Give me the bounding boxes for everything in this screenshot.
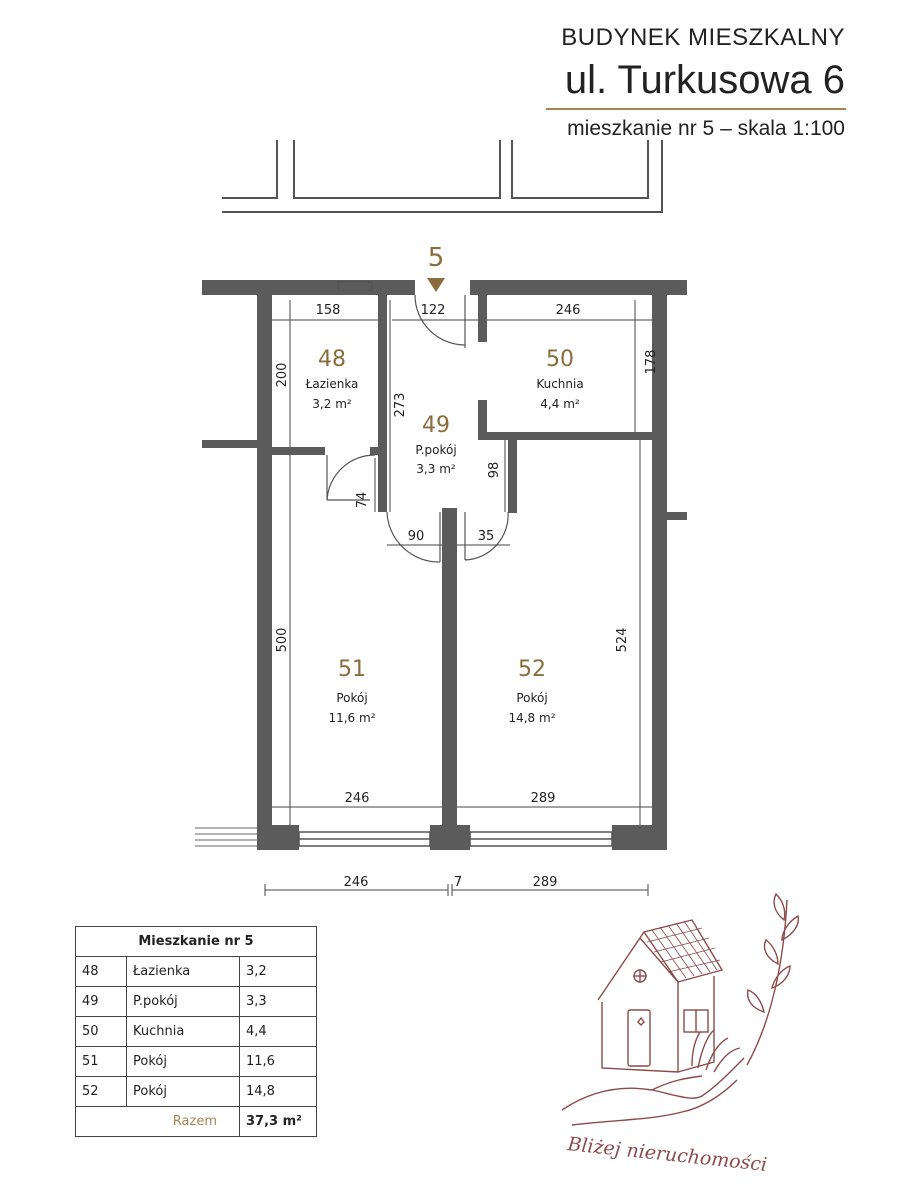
table-row: 51 Pokój 11,6 [75, 1046, 317, 1077]
row-area: 11,6 [239, 1046, 317, 1077]
walls [202, 280, 687, 850]
dim-room52-width: 289 [531, 791, 556, 806]
dim-bath-width: 158 [316, 303, 341, 318]
room-50-area: 4,4 m² [540, 397, 580, 411]
dim-bath-door: 74 [355, 492, 370, 509]
dim-kitchen-height: 178 [644, 350, 659, 375]
row-area: 4,4 [239, 1016, 317, 1047]
room-51-number: 51 [338, 657, 366, 682]
dim-bath-height: 200 [275, 363, 290, 388]
dim-outer-right: 289 [533, 875, 558, 890]
balcony-hatch [195, 827, 257, 847]
table-row: 49 P.pokój 3,3 [75, 986, 317, 1017]
brand-tagline: Bliżej nieruchomości [565, 1133, 768, 1176]
dim-hall-bottom-left: 90 [408, 529, 425, 544]
room-50-number: 50 [546, 347, 574, 372]
row-area: 3,3 [239, 986, 317, 1017]
row-area: 14,8 [239, 1076, 317, 1107]
total-label: Razem [75, 1106, 240, 1137]
room-48-number: 48 [318, 347, 346, 372]
room-48-area: 3,2 m² [312, 397, 352, 411]
dimension-lines [264, 300, 652, 896]
building-title: BUDYNEK MIESZKALNY [561, 24, 845, 51]
windows [298, 281, 613, 847]
row-number: 51 [75, 1046, 127, 1077]
title-divider [546, 108, 846, 110]
room-51-area: 11,6 m² [328, 711, 375, 725]
row-number: 52 [75, 1076, 127, 1107]
row-name: Pokój [126, 1076, 240, 1107]
room-52-number: 52 [518, 657, 546, 682]
room-48-name: Łazienka [305, 377, 359, 391]
house-with-hand-icon: Bliżej nieruchomości [561, 892, 800, 1176]
dim-hall-wall: 98 [487, 462, 502, 479]
dim-outer-gap: 7 [454, 875, 462, 890]
table-row: 50 Kuchnia 4,4 [75, 1016, 317, 1047]
room-49-area: 3,3 m² [416, 462, 456, 476]
neighbor-walls [222, 140, 663, 213]
dim-room52-height: 524 [615, 628, 630, 653]
dim-outer-left: 246 [344, 875, 369, 890]
dim-room51-width: 246 [345, 791, 370, 806]
entrance-number: 5 [428, 243, 445, 273]
row-name: Pokój [126, 1046, 240, 1077]
room-50-name: Kuchnia [536, 377, 583, 391]
room-49-number: 49 [422, 413, 450, 438]
table-title: Mieszkanie nr 5 [75, 926, 317, 957]
row-name: P.pokój [126, 986, 240, 1017]
dim-hall-height: 273 [393, 393, 408, 418]
room-51-name: Pokój [336, 691, 367, 705]
row-number: 49 [75, 986, 127, 1017]
row-number: 48 [75, 956, 127, 987]
room-49-name: P.pokój [415, 443, 456, 457]
row-number: 50 [75, 1016, 127, 1047]
address-title: ul. Turkusowa 6 [564, 58, 845, 102]
entrance-arrow-icon [427, 278, 445, 292]
room-52-name: Pokój [516, 691, 547, 705]
dim-hall-bottom-right: 35 [478, 529, 495, 544]
row-area: 3,2 [239, 956, 317, 987]
room-52-area: 14,8 m² [508, 711, 555, 725]
row-name: Kuchnia [126, 1016, 240, 1047]
floor-plan: 5 48 Łazienka 3,2 m² 49 P.pokój 3,3 m² 5… [195, 140, 687, 896]
apartment-subtitle: mieszkanie nr 5 – skala 1:100 [567, 117, 845, 140]
area-summary-table: Mieszkanie nr 5 48 Łazienka 3,2 49 P.pok… [75, 926, 317, 1137]
table-total-row: Razem 37,3 m² [75, 1106, 317, 1137]
dim-kitchen-width: 246 [556, 303, 581, 318]
total-value: 37,3 m² [239, 1106, 317, 1137]
table-row: 48 Łazienka 3,2 [75, 956, 317, 987]
table-header-row: Mieszkanie nr 5 [75, 926, 317, 957]
dim-hall-width: 122 [421, 303, 446, 318]
row-name: Łazienka [126, 956, 240, 987]
table-row: 52 Pokój 14,8 [75, 1076, 317, 1107]
dim-room51-height: 500 [275, 628, 290, 653]
